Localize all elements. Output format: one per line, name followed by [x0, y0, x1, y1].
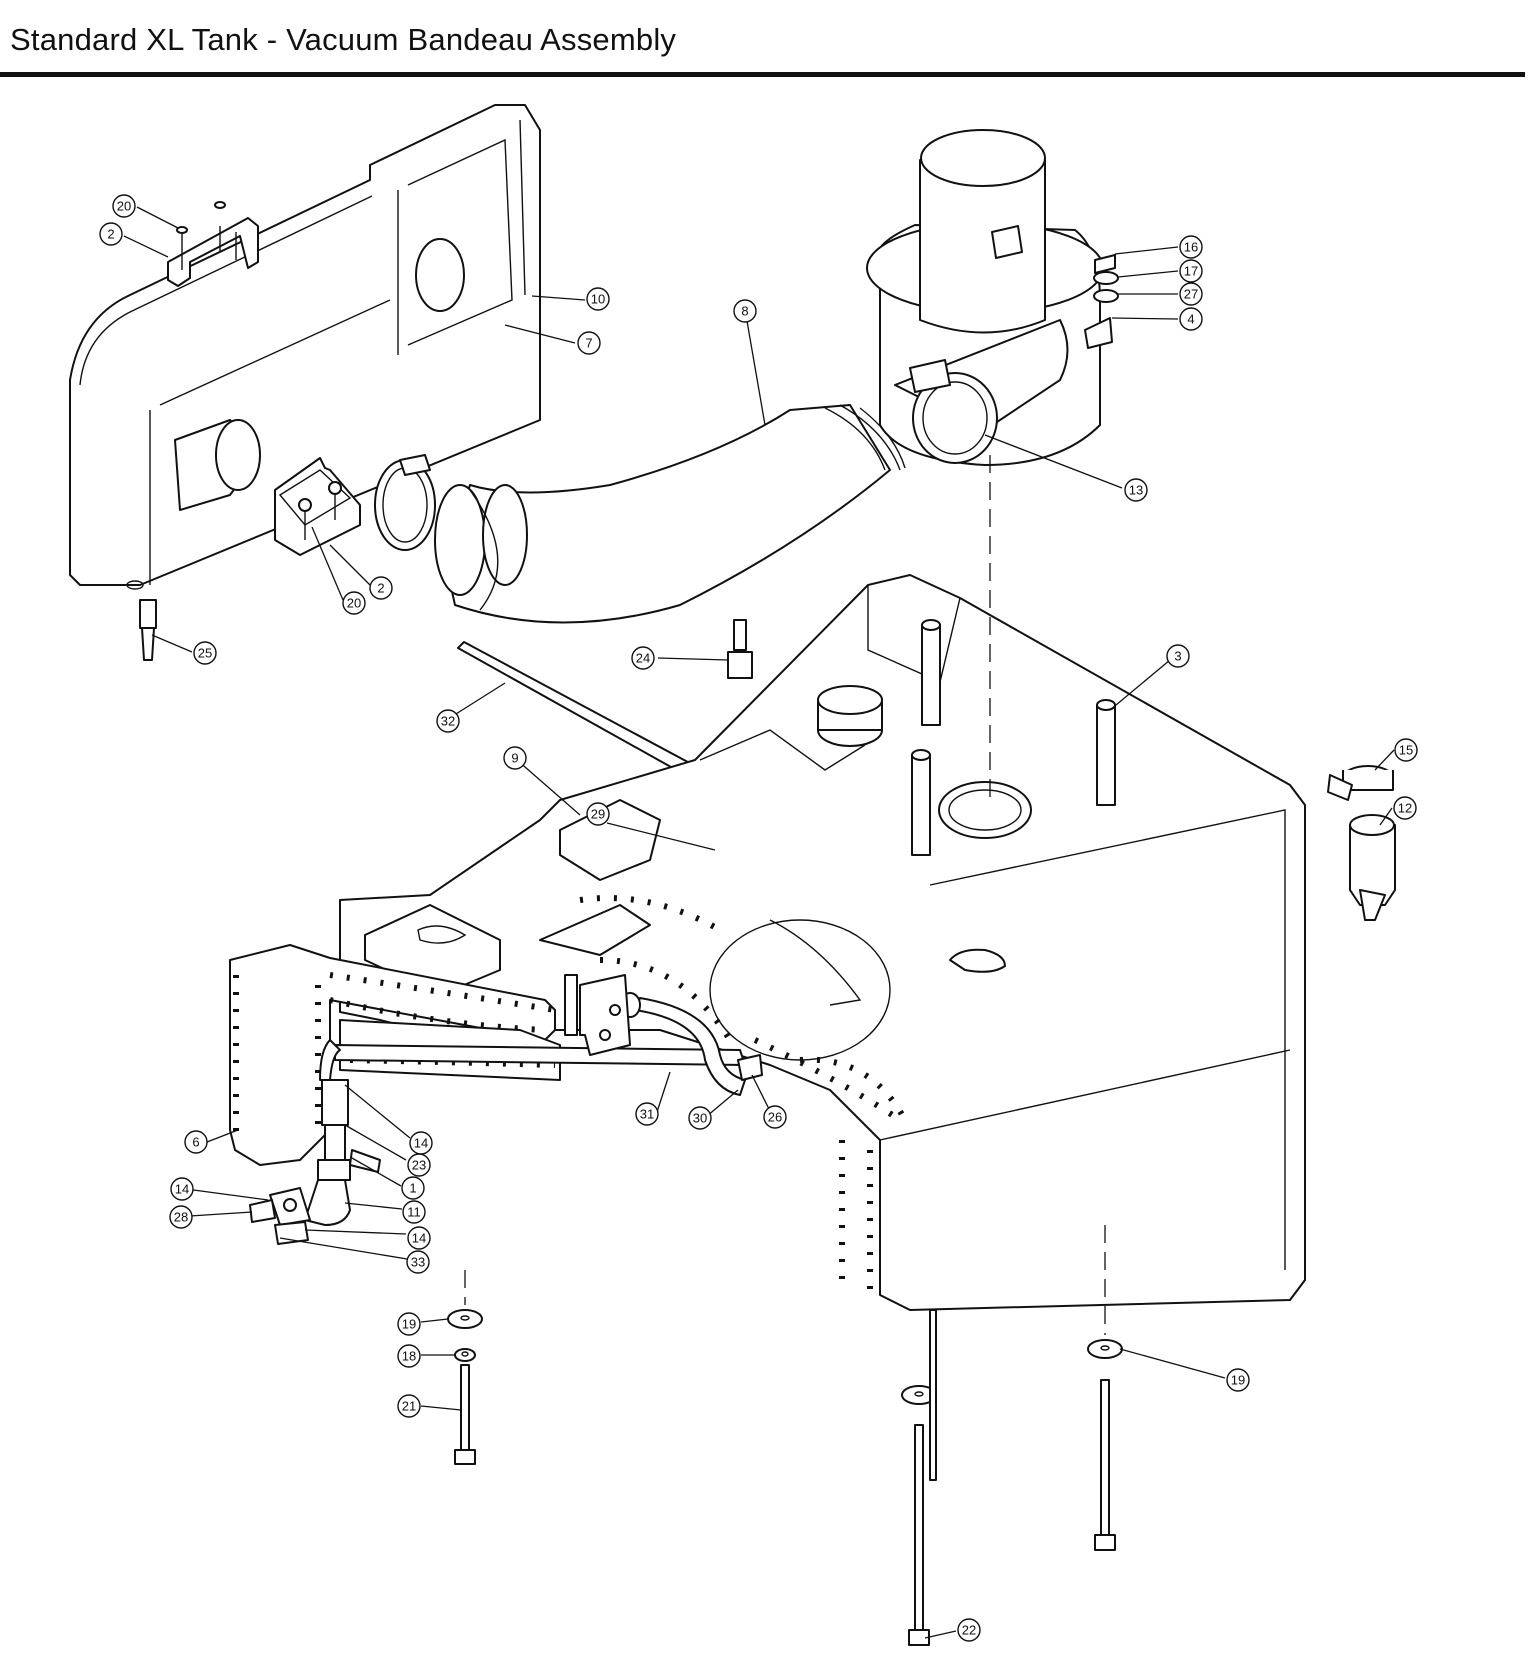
callout-6: 6 [184, 1130, 208, 1154]
callout-2: 2 [369, 576, 393, 600]
callout-balloons: 20 2 10 7 8 16 17 27 4 13 2 20 25 24 3 3… [99, 194, 1418, 1642]
svg-text:31: 31 [640, 1107, 654, 1122]
tank-body [339, 574, 1306, 1311]
svg-text:2: 2 [377, 581, 384, 596]
svg-text:20: 20 [117, 199, 131, 214]
callout-13: 13 [1124, 478, 1148, 502]
callout-27: 27 [1179, 282, 1203, 306]
title-rule [0, 72, 1525, 77]
callout-8: 8 [733, 299, 757, 323]
hose-clamp-15 [1327, 765, 1394, 801]
svg-text:20: 20 [347, 596, 361, 611]
svg-text:2: 2 [107, 227, 114, 242]
svg-text:13: 13 [1129, 483, 1143, 498]
assembly-center-lines [464, 455, 1106, 1335]
valve-bracket [564, 974, 631, 1056]
callout-21: 21 [397, 1394, 421, 1418]
svg-text:6: 6 [192, 1135, 199, 1150]
barb-fitting-25 [139, 599, 157, 661]
page-title: Standard XL Tank - Vacuum Bandeau Assemb… [10, 22, 677, 57]
svg-text:18: 18 [402, 1349, 416, 1364]
callout-17: 17 [1179, 259, 1203, 283]
callout-7: 7 [577, 331, 601, 355]
callout-19: 19 [397, 1312, 421, 1336]
svg-text:12: 12 [1398, 801, 1412, 816]
hose-clamp-left [374, 454, 436, 551]
callout-29: 29 [586, 802, 610, 826]
vacuum-motor [866, 129, 1113, 466]
callout-3: 3 [1166, 644, 1190, 668]
callout-33: 33 [406, 1250, 430, 1274]
svg-text:7: 7 [585, 336, 592, 351]
callout-19: 19 [1226, 1368, 1250, 1392]
callout-31: 31 [635, 1102, 659, 1126]
callout-14: 14 [170, 1177, 194, 1201]
svg-text:26: 26 [768, 1110, 782, 1125]
callout-20: 20 [112, 194, 136, 218]
svg-text:3: 3 [1174, 649, 1181, 664]
callout-2: 2 [99, 222, 123, 246]
elbow-26 [737, 1054, 763, 1081]
svg-text:10: 10 [591, 292, 605, 307]
barb-fitting-24 [727, 619, 753, 679]
svg-text:23: 23 [412, 1158, 426, 1173]
adapter-12 [1349, 814, 1396, 921]
callout-22: 22 [957, 1618, 981, 1642]
svg-text:4: 4 [1187, 312, 1194, 327]
post-left [921, 619, 941, 726]
svg-text:28: 28 [174, 1210, 188, 1225]
svg-text:15: 15 [1399, 743, 1413, 758]
callout-25: 25 [193, 641, 217, 665]
callout-18: 18 [397, 1344, 421, 1368]
callout-9: 9 [503, 746, 527, 770]
motor-hardware-stack [1093, 254, 1119, 303]
svg-text:21: 21 [402, 1399, 416, 1414]
left-bolt-stack [447, 1309, 483, 1465]
post-center [911, 749, 931, 856]
callout-4: 4 [1179, 307, 1203, 331]
svg-text:14: 14 [175, 1182, 189, 1197]
svg-text:14: 14 [412, 1231, 426, 1246]
svg-text:17: 17 [1184, 264, 1198, 279]
svg-text:30: 30 [693, 1111, 707, 1126]
svg-text:29: 29 [591, 807, 605, 822]
svg-text:24: 24 [636, 651, 650, 666]
svg-text:25: 25 [198, 646, 212, 661]
right-bolt-stack [901, 1309, 1123, 1646]
callout-1: 1 [401, 1176, 425, 1200]
svg-text:32: 32 [441, 714, 455, 729]
svg-text:8: 8 [741, 304, 748, 319]
svg-text:27: 27 [1184, 287, 1198, 302]
svg-text:1: 1 [409, 1181, 416, 1196]
callout-10: 10 [586, 287, 610, 311]
callout-12: 12 [1393, 796, 1417, 820]
callout-26: 26 [763, 1105, 787, 1129]
svg-text:11: 11 [407, 1205, 421, 1220]
callout-20: 20 [342, 591, 366, 615]
callout-15: 15 [1394, 738, 1418, 762]
callout-leaders [123, 206, 1395, 1639]
callout-30: 30 [688, 1106, 712, 1130]
callout-23: 23 [407, 1153, 431, 1177]
svg-text:19: 19 [402, 1317, 416, 1332]
vacuum-hose [434, 404, 906, 624]
callout-32: 32 [436, 709, 460, 733]
bracket-lower [274, 457, 361, 556]
callout-14: 14 [409, 1131, 433, 1155]
post-right-3 [1096, 699, 1116, 806]
svg-text:14: 14 [414, 1136, 428, 1151]
callout-11: 11 [402, 1200, 426, 1224]
callout-24: 24 [631, 646, 655, 670]
callout-14: 14 [407, 1226, 431, 1250]
bracket-upper [167, 201, 259, 287]
callout-16: 16 [1179, 235, 1203, 259]
svg-text:22: 22 [962, 1623, 976, 1638]
svg-text:19: 19 [1231, 1373, 1245, 1388]
svg-text:33: 33 [411, 1255, 425, 1270]
svg-text:9: 9 [511, 751, 518, 766]
svg-text:16: 16 [1184, 240, 1198, 255]
callout-28: 28 [169, 1205, 193, 1229]
